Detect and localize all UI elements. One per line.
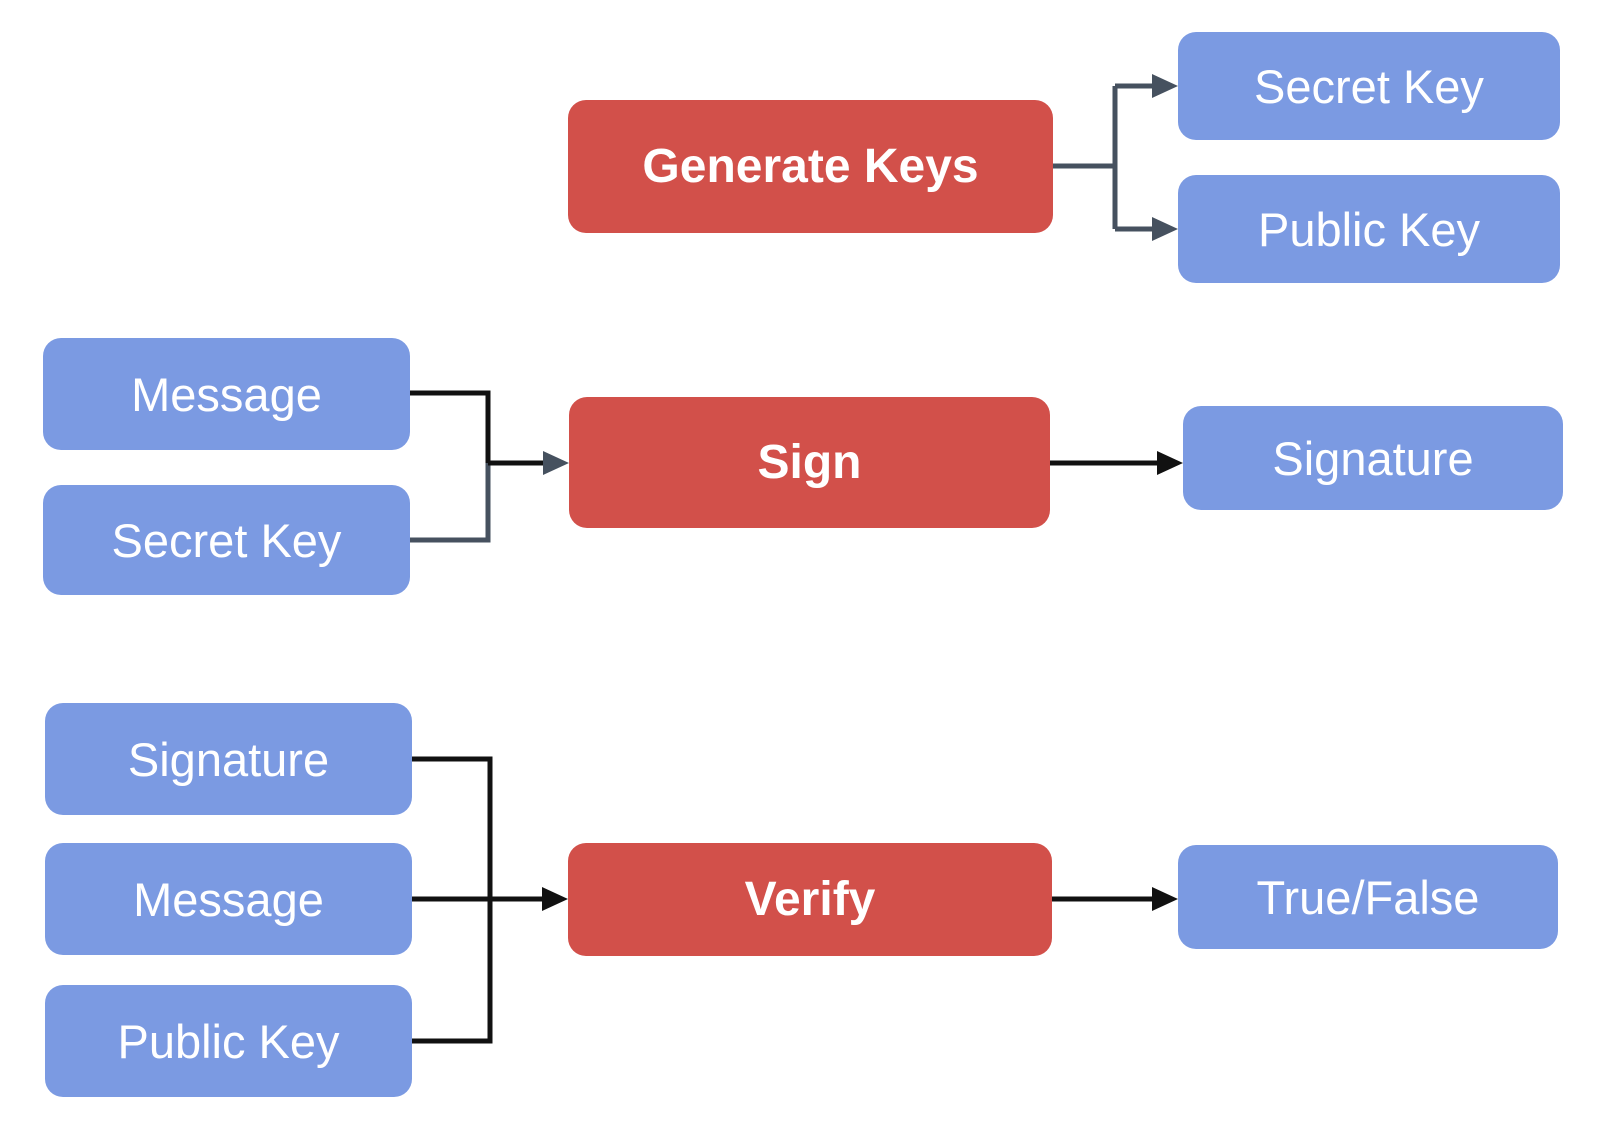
arrowhead-secret-key-icon — [1152, 74, 1178, 98]
node-message-sign-input: Message — [43, 338, 410, 450]
node-signature-verify-input: Signature — [45, 703, 412, 815]
node-public-key-verify-input: Public Key — [45, 985, 412, 1097]
node-signature-output: Signature — [1183, 406, 1563, 510]
arrowhead-sign-icon — [543, 451, 569, 475]
arrowhead-verify-icon — [542, 887, 568, 911]
edge-generate-keys-fork — [1053, 74, 1178, 241]
node-secret-key-output: Secret Key — [1178, 32, 1560, 140]
edge-sign-inputs — [410, 390, 569, 543]
edge-sign-output — [1050, 451, 1183, 475]
edge-message-to-sign-junction — [410, 390, 491, 463]
node-public-key-output: Public Key — [1178, 175, 1560, 283]
arrowhead-signature-icon — [1157, 451, 1183, 475]
edge-verify-output — [1052, 887, 1178, 911]
edge-secret-key-to-sign-junction — [410, 463, 491, 543]
node-true-false-output: True/False — [1178, 845, 1558, 949]
node-secret-key-sign-input: Secret Key — [43, 485, 410, 595]
edge-public-key-to-verify-junction — [412, 899, 493, 1044]
node-message-verify-input: Message — [45, 843, 412, 955]
node-sign: Sign — [569, 397, 1050, 528]
edge-signature-to-verify-junction — [412, 756, 493, 899]
edge-verify-inputs — [412, 756, 568, 1044]
arrowhead-true-false-icon — [1152, 887, 1178, 911]
arrowhead-public-key-icon — [1152, 217, 1178, 241]
node-verify: Verify — [568, 843, 1052, 956]
node-generate-keys: Generate Keys — [568, 100, 1053, 233]
